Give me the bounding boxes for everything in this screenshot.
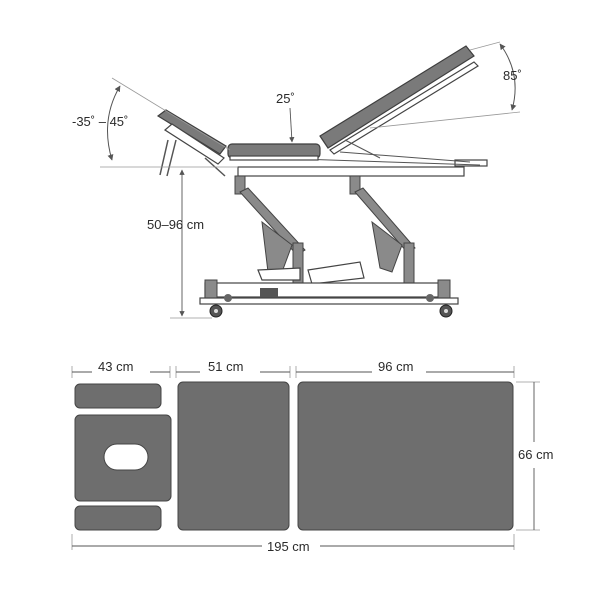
scissor-arm-right xyxy=(354,187,416,253)
actuator-2 xyxy=(257,267,301,281)
base-frame xyxy=(237,166,465,177)
top-view: 43 cm 51 cm 96 cm 66 cm 195 cm xyxy=(71,359,553,554)
back-pad-side xyxy=(319,45,475,149)
height-label: 50–96 cm xyxy=(147,217,204,232)
head-angle-arc xyxy=(107,85,121,161)
head-width-label: 43 cm xyxy=(98,359,133,374)
back-pad-top xyxy=(297,381,514,531)
seat-angle-pointer xyxy=(289,107,295,143)
back-angle-label: 85˚ xyxy=(503,68,522,83)
side-view: -35˚ – 45˚ 25˚ 85˚ 50–96 cm xyxy=(72,41,522,319)
seat-pad-top xyxy=(177,381,290,531)
total-length-label: 195 cm xyxy=(267,539,310,554)
back-width-label: 96 cm xyxy=(378,359,413,374)
face-hole xyxy=(103,443,149,471)
head-angle-label: -35˚ – 45˚ xyxy=(72,114,128,129)
actuator xyxy=(307,261,365,285)
bottom-rail xyxy=(199,297,459,305)
gusset-right xyxy=(371,220,403,273)
leg-extension xyxy=(454,159,488,167)
seat-width-label: 51 cm xyxy=(208,359,243,374)
control-box xyxy=(260,288,278,298)
post-right xyxy=(403,242,415,284)
bracket-right xyxy=(349,175,361,195)
back-angle-arc xyxy=(499,43,517,111)
base-rail xyxy=(204,282,449,298)
depth-label: 66 cm xyxy=(518,447,553,462)
bracket-left xyxy=(234,175,246,195)
head-pad-top xyxy=(74,383,162,409)
seat-angle-label: 25˚ xyxy=(276,91,295,106)
arm-pad-bottom xyxy=(74,505,162,531)
